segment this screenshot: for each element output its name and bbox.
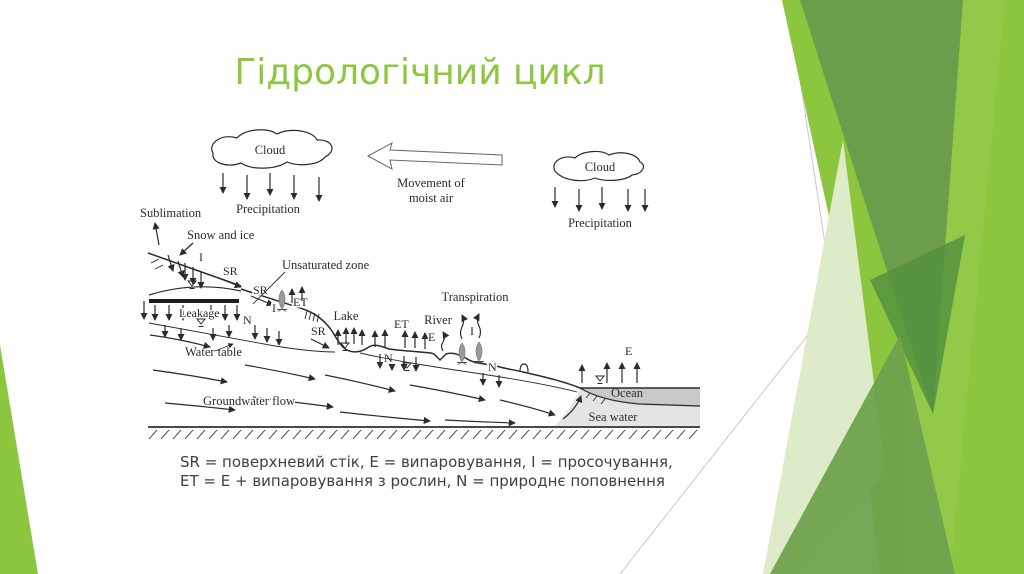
- spring-dome: [519, 363, 529, 373]
- river-evaporation-squiggle: [440, 331, 450, 352]
- tree: [456, 342, 468, 365]
- decoration-triangle-left: [0, 345, 38, 574]
- sublimation-label: Sublimation: [140, 206, 202, 220]
- sr-arrow-2: [250, 295, 274, 306]
- sr-arrow-1: [218, 277, 242, 288]
- e-label-2: E: [625, 344, 632, 358]
- leakage-arrows: [140, 301, 241, 341]
- n-label-3: N: [488, 360, 497, 374]
- moist-air-arrow: Movement of moist air: [366, 141, 503, 205]
- snow-pointer-arrow: [179, 242, 194, 256]
- ocean-water-table-symbol: [595, 375, 605, 384]
- n-label-1: N: [243, 313, 252, 327]
- decoration-triangle-light-band: [905, 0, 1005, 574]
- precipitation-left-label: Precipitation: [236, 202, 301, 216]
- seabed-hatch: [585, 392, 606, 405]
- water-table-label: Water table: [185, 345, 242, 359]
- i-label-3: I: [470, 324, 474, 338]
- i-label-2: I: [272, 301, 276, 315]
- snow-and-ice-label: Snow and ice: [187, 228, 255, 242]
- n-label-2: N: [384, 351, 393, 365]
- decoration-triangle-medium: [770, 335, 955, 574]
- unsaturated-zone-pointer: [252, 271, 286, 305]
- lake-label: Lake: [334, 309, 359, 323]
- caption-line-2: ЕТ = Е + випаровування з рослин, N = при…: [180, 472, 665, 490]
- et-label-2: ET: [394, 317, 409, 331]
- infiltration-arrows-upper: [167, 254, 205, 289]
- transpiration-label: Transpiration: [442, 290, 510, 304]
- ocean-area: [555, 387, 701, 426]
- water-table-line: [148, 322, 578, 393]
- sr-arrow-3: [310, 338, 330, 349]
- river-label: River: [424, 313, 453, 327]
- sr-label-2: SR: [253, 283, 268, 297]
- water-table-symbol: [196, 318, 206, 327]
- e-label-1: E: [428, 330, 435, 344]
- decoration-triangle-bright: [782, 0, 1024, 574]
- sr-label-3: SR: [311, 324, 326, 338]
- infiltration-ticks: [304, 310, 320, 323]
- et-arrows-2: [371, 329, 429, 349]
- cloud-left: Cloud: [211, 129, 333, 169]
- decoration-triangle-darker: [870, 235, 965, 414]
- transpiration-arrow: [472, 313, 482, 339]
- tree: [473, 341, 485, 364]
- movement-label-line1: Movement of: [397, 176, 466, 190]
- groundwater-flow-label: Groundwater flow: [203, 394, 295, 408]
- et-label-1: ET: [293, 295, 308, 309]
- rain-arrows-right: [551, 187, 649, 212]
- et-arrows-1: [288, 286, 306, 303]
- decoration-hairline: [787, 0, 876, 574]
- water-table-pointer: [214, 343, 234, 352]
- cloud-right-label: Cloud: [585, 160, 616, 174]
- precipitation-right-label: Precipitation: [568, 216, 633, 230]
- slide-title: Гідрологічний цикл: [234, 52, 606, 93]
- cloud-left-label: Cloud: [255, 143, 286, 157]
- groundwater-flow-arrows: [149, 334, 583, 427]
- reservoir: [148, 280, 242, 303]
- recharge-arrows-1: [251, 325, 283, 346]
- cloud-right: Cloud: [553, 150, 645, 182]
- snow-hatch: [150, 258, 164, 270]
- caption-line-1: SR = поверхневий стік, Е = випаровування…: [180, 453, 673, 471]
- decoration-triangle-dark: [800, 0, 963, 414]
- sublimation-arrow: [152, 222, 160, 246]
- decoration-triangle-pale: [763, 140, 885, 574]
- lake-evaporation-arrows: [334, 327, 366, 345]
- land-surface-line: [240, 288, 581, 389]
- unsaturated-zone-label: Unsaturated zone: [282, 258, 370, 272]
- ocean-evaporation-arrows: [578, 362, 641, 383]
- seabed-line: [579, 387, 701, 407]
- hydrological-cycle-diagram: Cloud Precipitation Movement of moist ai…: [140, 129, 701, 440]
- sea-water-label: Sea water: [589, 410, 639, 424]
- abbreviation-caption: SR = поверхневий стік, Е = випаровування…: [180, 453, 673, 491]
- rain-arrows-left: [219, 173, 323, 202]
- sr-label-1: SR: [223, 264, 238, 278]
- movement-label-line2: moist air: [409, 191, 454, 205]
- ocean-label: Ocean: [611, 386, 644, 400]
- bedrock: [148, 426, 700, 440]
- leakage-label: Leakage: [179, 306, 220, 320]
- transpiration-arrow: [459, 314, 469, 340]
- i-label-1: I: [199, 250, 203, 264]
